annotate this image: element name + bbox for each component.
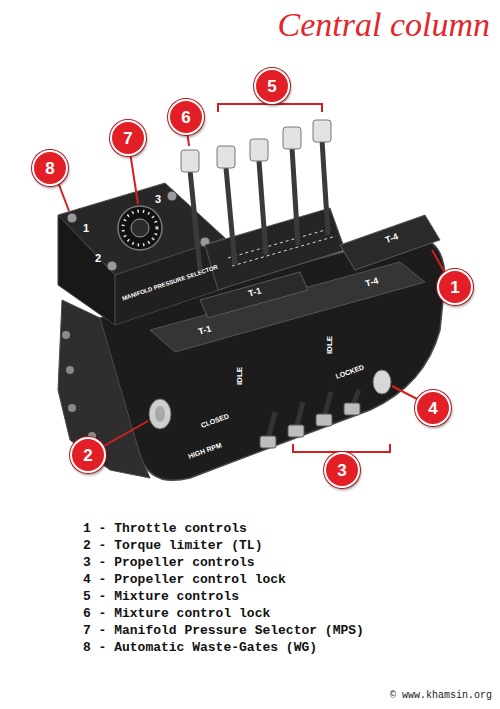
knob-face (155, 406, 165, 422)
mixture-knob (250, 139, 268, 161)
mixture-stem (322, 140, 328, 235)
leader-line (102, 421, 148, 447)
callout-text: 2 (83, 447, 92, 464)
waste-gate-switch (107, 261, 117, 271)
mps-box-side (58, 215, 115, 325)
mixture-stem (259, 161, 266, 255)
mixture-knob (283, 127, 301, 149)
switch-number: 2 (95, 252, 101, 264)
legend-line: 6 - Mixture control lock (83, 607, 270, 621)
leader-line (130, 152, 138, 204)
prop-knob (288, 425, 304, 437)
copyright: © www.khamsin.org (390, 690, 492, 701)
waste-gate-switch (67, 213, 77, 223)
leader-line (432, 250, 445, 273)
callout-text: 1 (450, 279, 459, 296)
legend-line: 7 - Manifold Pressure Selector (MPS) (83, 624, 364, 638)
callout-number: 1 (437, 269, 473, 305)
legend-line: 5 - Mixture controls (83, 590, 239, 604)
mixture-stem (292, 148, 298, 245)
leader-line (58, 182, 69, 211)
waste-gate-switch (167, 191, 177, 201)
legend-line: 3 - Propeller controls (83, 556, 255, 570)
prop-knob (316, 414, 332, 426)
mixture-knob (217, 146, 235, 168)
legend-line: 2 - Torque limiter (TL) (83, 539, 262, 553)
callout-text: 8 (45, 160, 54, 177)
torque-limiter-knob (149, 399, 171, 429)
callout-text: 7 (123, 130, 132, 147)
prop-knob (344, 403, 360, 415)
callout-number: 6 (168, 99, 204, 135)
position-mark: IDLE (326, 336, 335, 354)
callout-number: 2 (70, 437, 106, 473)
callout-text: 5 (267, 78, 276, 95)
callout-number: 8 (32, 150, 68, 186)
throttle-plate (200, 272, 308, 318)
lock-stem (190, 170, 200, 270)
switch-number: 3 (155, 193, 161, 205)
prop-knob (260, 436, 276, 448)
switch-number: 1 (83, 222, 89, 234)
callout-number: 3 (324, 452, 360, 488)
diagram-title: Central column (278, 6, 490, 43)
dial-ticks (123, 211, 157, 245)
leader-line (392, 386, 419, 400)
mixture-knob (313, 120, 331, 142)
bolt (66, 366, 74, 374)
position-mark: IDLE (236, 367, 245, 385)
mixture-plate-marks (228, 228, 336, 266)
legend-line: 4 - Propeller control lock (83, 573, 286, 587)
throttle-plate (340, 215, 440, 270)
legend-line: 8 - Automatic Waste-Gates (WG) (83, 641, 317, 655)
drum-end-cap (58, 300, 150, 478)
dial-knob (131, 219, 149, 237)
mixture-guide (205, 208, 345, 290)
legend-line: 1 - Throttle controls (83, 522, 247, 536)
prop-lock-knob (373, 370, 391, 394)
mixture-lock-knob (181, 150, 199, 172)
mixture-stem (226, 168, 235, 265)
callout-text: 6 (181, 109, 190, 126)
callout-number: 5 (254, 68, 290, 104)
callout-text: 3 (337, 462, 346, 479)
callout-text: 4 (428, 400, 437, 417)
callout-number: 7 (110, 120, 146, 156)
bolt (62, 331, 70, 339)
callout-number: 4 (415, 390, 451, 426)
bolt (68, 404, 76, 412)
mps-dial (118, 206, 162, 250)
